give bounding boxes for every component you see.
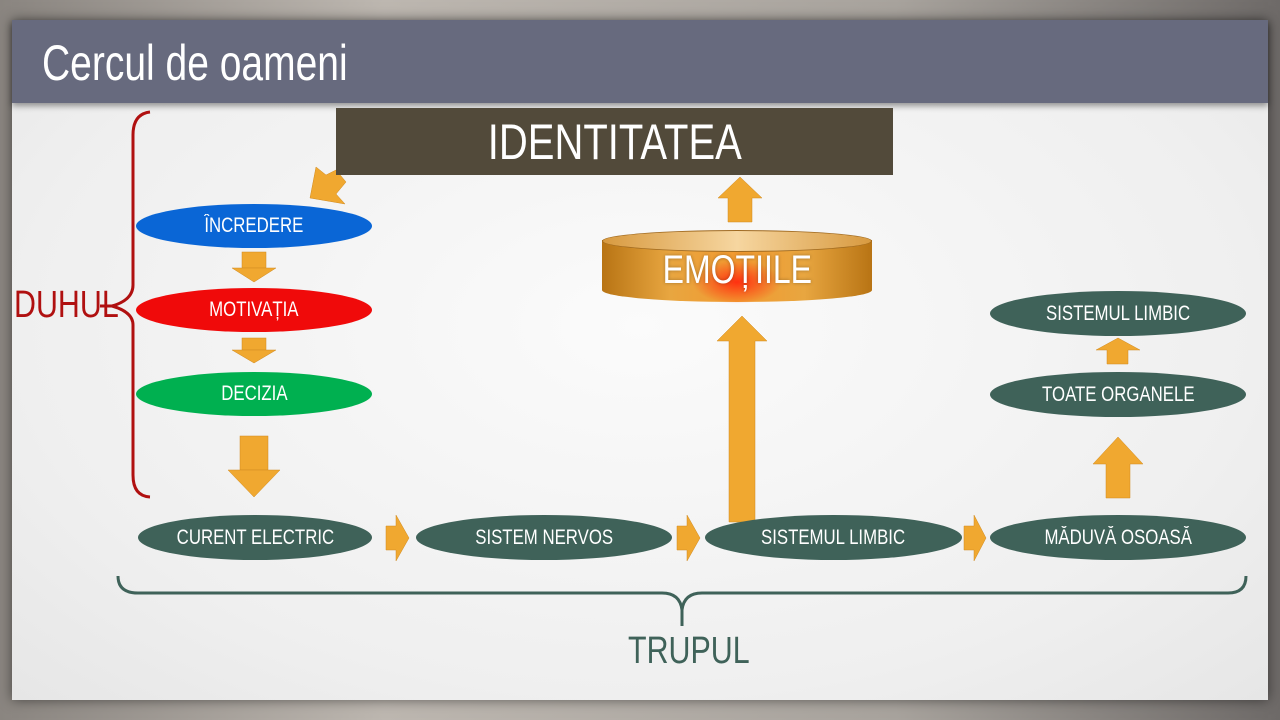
- title-bar: Cercul de oameni: [12, 20, 1268, 103]
- arrow-identity-to-incredere: [309, 166, 347, 205]
- trupul-brace: [116, 575, 1248, 626]
- node-sistem-nervos: SISTEM NERVOS: [416, 515, 672, 560]
- emotions-cylinder: EMOȚIILE: [602, 230, 872, 310]
- node-curent-electric: CURENT ELECTRIC: [138, 515, 372, 560]
- arrow-up-organs: [1092, 436, 1144, 499]
- node-toate-organele: TOATE ORGANELE: [990, 372, 1246, 417]
- identity-box: IDENTITATEA: [336, 108, 893, 175]
- trupul-label: TRUPUL: [628, 630, 750, 672]
- identity-label: IDENTITATEA: [487, 113, 742, 170]
- node-incredere: ÎNCREDERE: [136, 204, 372, 248]
- node-maduva-osoasa: MĂDUVĂ OSOASĂ: [990, 515, 1246, 560]
- arrow-right-3: [963, 514, 987, 562]
- node-decizia: DECIZIA: [136, 372, 372, 416]
- duhul-label: DUHUL: [14, 284, 119, 326]
- slide-title: Cercul de oameni: [42, 35, 348, 91]
- arrow-right-2: [676, 514, 701, 562]
- node-motivatia: MOTIVAȚIA: [136, 288, 372, 332]
- arrow-right-1: [385, 514, 410, 562]
- arrow-up-identity: [717, 176, 763, 223]
- node-sistemul-limbic-top: SISTEMUL LIMBIC: [990, 291, 1246, 336]
- emotions-label: EMOȚIILE: [662, 248, 812, 292]
- arrow-up-emotions: [716, 315, 768, 523]
- node-sistemul-limbic: SISTEMUL LIMBIC: [705, 515, 962, 560]
- arrow-up-limbic: [1095, 337, 1141, 365]
